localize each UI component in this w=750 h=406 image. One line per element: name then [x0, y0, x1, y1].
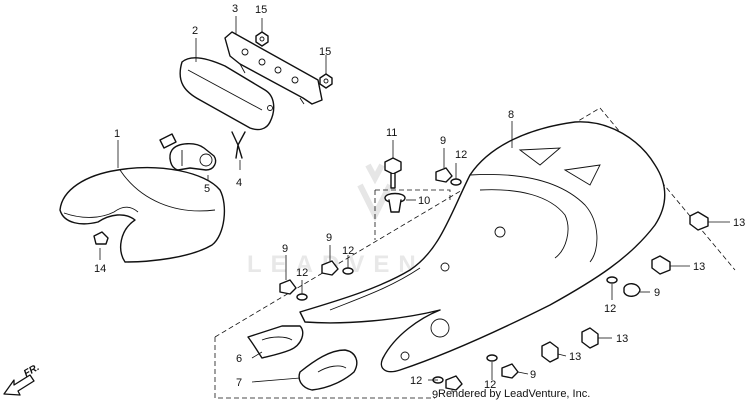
callout-2: 2 [192, 25, 198, 37]
screw-part-right [623, 283, 641, 297]
cap-nut-part [93, 231, 109, 245]
callout-9-bottom-b: 9 [530, 369, 536, 381]
washer-part-left-a [296, 293, 308, 301]
washer-part-top [450, 178, 462, 186]
credit-text: Rendered by LeadVenture, Inc. [438, 388, 591, 400]
callout-3: 3 [232, 3, 238, 15]
spring-clip-part [231, 131, 246, 159]
callout-13-d: 13 [569, 351, 581, 363]
nut-clip-part-c [581, 327, 599, 349]
callout-8: 8 [508, 109, 514, 121]
callout-14: 14 [94, 263, 106, 275]
rear-cowl-part [299, 121, 666, 373]
grommet-part [384, 192, 406, 213]
direction-label: FR. [22, 362, 41, 380]
callout-13-b: 13 [693, 261, 705, 273]
leader-lines [99, 16, 730, 392]
callout-5: 5 [204, 183, 210, 195]
plate-a-part [247, 325, 304, 359]
nut-clip-part-d [541, 341, 559, 363]
callout-9-left-a: 9 [282, 243, 288, 255]
lock-assembly-part [159, 133, 217, 171]
callout-9-right: 9 [654, 287, 660, 299]
plate-b-part [298, 349, 358, 391]
callout-7: 7 [236, 377, 242, 389]
screw-part-left-b [321, 260, 339, 276]
screw-part-top [435, 167, 453, 183]
callout-4: 4 [236, 177, 242, 189]
bolt-part [384, 157, 402, 189]
callout-15-upper: 15 [255, 4, 267, 16]
callout-6: 6 [236, 353, 242, 365]
callout-12-left-a: 12 [296, 267, 308, 279]
callout-10: 10 [418, 195, 430, 207]
washer-part-right [606, 276, 618, 284]
callout-9-left-b: 9 [326, 232, 332, 244]
callout-11: 11 [386, 127, 397, 139]
screw-part-bottom-a [445, 375, 463, 391]
callout-12-bottom-b: 12 [484, 379, 496, 391]
callout-9-bottom-a: 9 [432, 389, 438, 401]
callout-13-a: 13 [733, 217, 745, 229]
nut-clip-part-a [689, 211, 709, 231]
nut-clip-part-b [651, 255, 671, 275]
callout-12-bottom-a: 12 [410, 375, 422, 387]
callout-labels: 1 2 3 4 5 6 7 8 9 9 9 9 9 9 10 11 12 12 … [94, 3, 745, 401]
front-direction-arrow-icon: FR. [3, 362, 41, 396]
callout-15-lower: 15 [319, 46, 331, 58]
callout-12-top: 12 [455, 149, 467, 161]
callout-1: 1 [114, 128, 120, 140]
seat-cowl-pad-part [179, 57, 275, 131]
callout-12-left-b: 12 [342, 245, 354, 257]
callout-9-top: 9 [440, 135, 446, 147]
nut-part-upper [255, 31, 269, 47]
seat-part [59, 167, 226, 263]
callout-13-c: 13 [616, 333, 628, 345]
screw-part-left-a [279, 279, 297, 295]
washer-part-bottom-b [486, 354, 498, 362]
callout-12-right: 12 [604, 303, 616, 315]
nut-part-lower [319, 73, 333, 89]
screw-part-bottom-b [501, 363, 519, 379]
stay-bracket-part [224, 31, 323, 105]
washer-part-left-b [342, 267, 354, 275]
